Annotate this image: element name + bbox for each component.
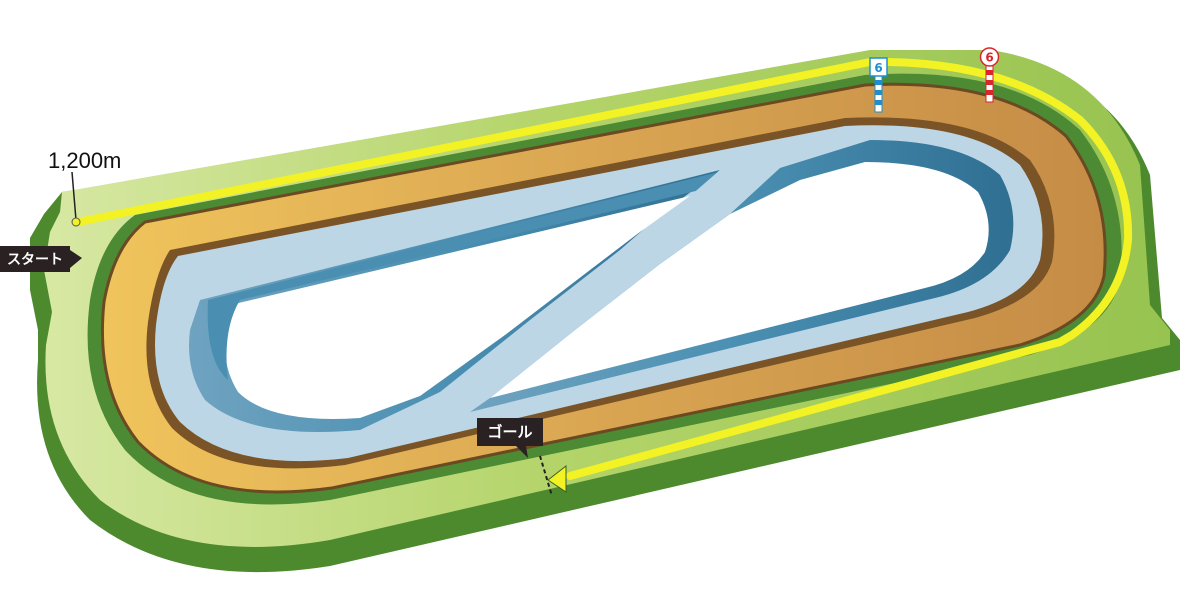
goal-label: ゴール <box>487 423 532 441</box>
infield-wall-left-inner <box>207 172 718 380</box>
marker-red-badge <box>979 47 1000 67</box>
marker-blue-stripe-2 <box>875 90 882 95</box>
marker-blue-badge <box>869 57 888 77</box>
goal-badge: ゴール <box>477 418 543 458</box>
marker-blue-stripe-3 <box>875 100 882 105</box>
distance-leader <box>71 171 77 221</box>
marker-red-label: 6 <box>985 51 993 65</box>
start-badge: スタート <box>0 246 82 272</box>
diagonal-chute <box>455 168 780 415</box>
marker-blue-stripe-1 <box>875 80 882 85</box>
infield-top-right <box>490 162 989 398</box>
distance-label: 1,200m <box>48 148 121 173</box>
marker-red-stripe-3 <box>986 90 993 95</box>
route-arrow <box>547 464 567 493</box>
marker-red-stripe-2 <box>986 80 993 85</box>
marker-blue-label: 6 <box>874 61 882 75</box>
start-label: スタート <box>7 252 63 268</box>
marker-red-stripe-1 <box>986 70 993 75</box>
start-dot <box>71 217 81 227</box>
route-line <box>74 57 1133 480</box>
infield-top-left <box>225 196 690 419</box>
